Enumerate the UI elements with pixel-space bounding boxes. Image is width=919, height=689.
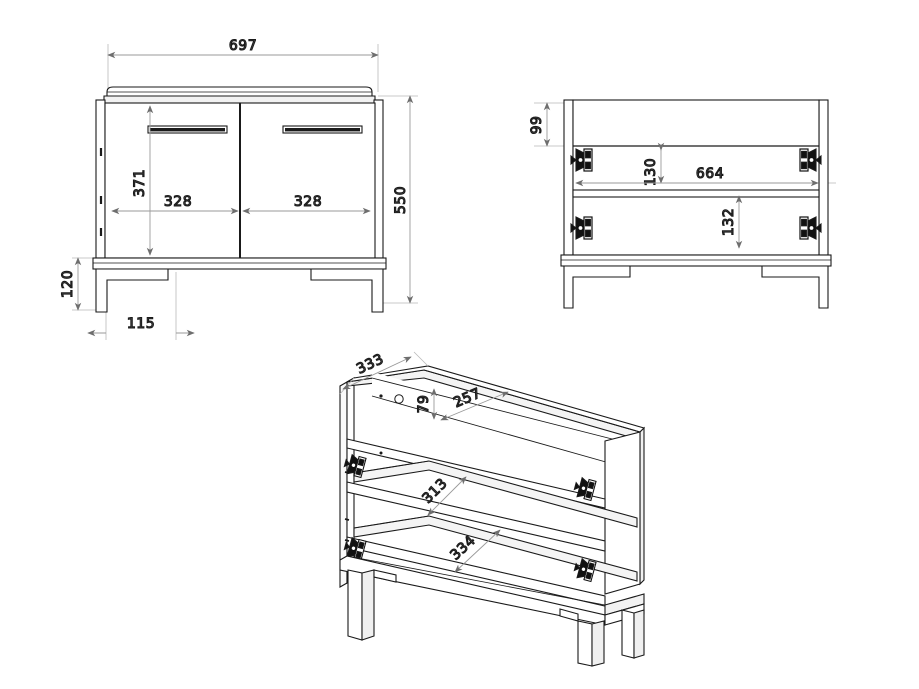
- dim-right-door-width-label: 328: [294, 194, 322, 210]
- dim-upper-shelf-gap-label: 130: [643, 158, 659, 186]
- dim-left-door-width-label: 328: [164, 194, 192, 210]
- iso-leg-mid-rail-right: [559, 608, 579, 622]
- dim-lower-shelf-gap: 132: [720, 195, 743, 249]
- isometric-view: 333 79 257 313 334: [339, 351, 646, 667]
- dim-leg-offset-label: 115: [127, 316, 155, 332]
- dim-leg-height-label: 120: [60, 270, 76, 298]
- rear-middle-band: [572, 189, 820, 198]
- dim-overall-height-label: 550: [393, 186, 409, 214]
- dim-leg-offset: 115: [87, 315, 195, 337]
- countertop-slab: [103, 86, 376, 104]
- right-handle: [282, 125, 363, 134]
- iso-leg-front-left: [347, 569, 375, 641]
- front-left-leg: [95, 268, 169, 313]
- iso-dowel-dot-a: [379, 451, 383, 455]
- dim-left-door-width: 328: [111, 193, 239, 215]
- rear-view: 99 130 664 132: [528, 99, 836, 309]
- iso-leg-mid-rail-left: [373, 569, 397, 583]
- dim-top-rail-height: 99: [528, 102, 551, 147]
- iso-right-side-panel: [604, 426, 645, 595]
- rear-back-panel: [572, 99, 820, 256]
- dim-overall-width: 697: [107, 37, 379, 59]
- rear-plinth-rail: [560, 254, 832, 267]
- dim-right-door-width: 328: [242, 193, 371, 215]
- rear-left-leg: [563, 265, 631, 309]
- iso-leg-back-right: [621, 609, 645, 659]
- iso-leg-front-right: [577, 620, 605, 667]
- dim-overall-width-label: 697: [229, 38, 257, 54]
- plinth-rail: [92, 257, 387, 270]
- front-view: 697 550 371 328 328 120 1: [59, 37, 418, 340]
- dim-upper-shelf-gap: 130: [642, 142, 665, 187]
- front-right-leg: [310, 268, 384, 313]
- dim-inner-width: 664: [575, 165, 819, 187]
- dim-lower-shelf-gap-label: 132: [721, 208, 737, 236]
- dim-overall-height: 550: [392, 95, 414, 304]
- dim-iso-back-rail-height-label: 79: [416, 395, 432, 414]
- dim-door-height-label: 371: [132, 169, 148, 197]
- dim-leg-height: 120: [59, 257, 82, 311]
- dim-iso-back-rail-height: 79: [415, 388, 438, 420]
- iso-middle-shelf: [346, 460, 638, 552]
- dim-inner-width-label: 664: [696, 166, 724, 182]
- left-handle: [147, 125, 228, 134]
- dim-door-height: 371: [131, 105, 154, 256]
- dim-top-rail-height-label: 99: [529, 116, 545, 135]
- rear-right-leg: [761, 265, 829, 309]
- iso-left-side-panel: [339, 377, 355, 588]
